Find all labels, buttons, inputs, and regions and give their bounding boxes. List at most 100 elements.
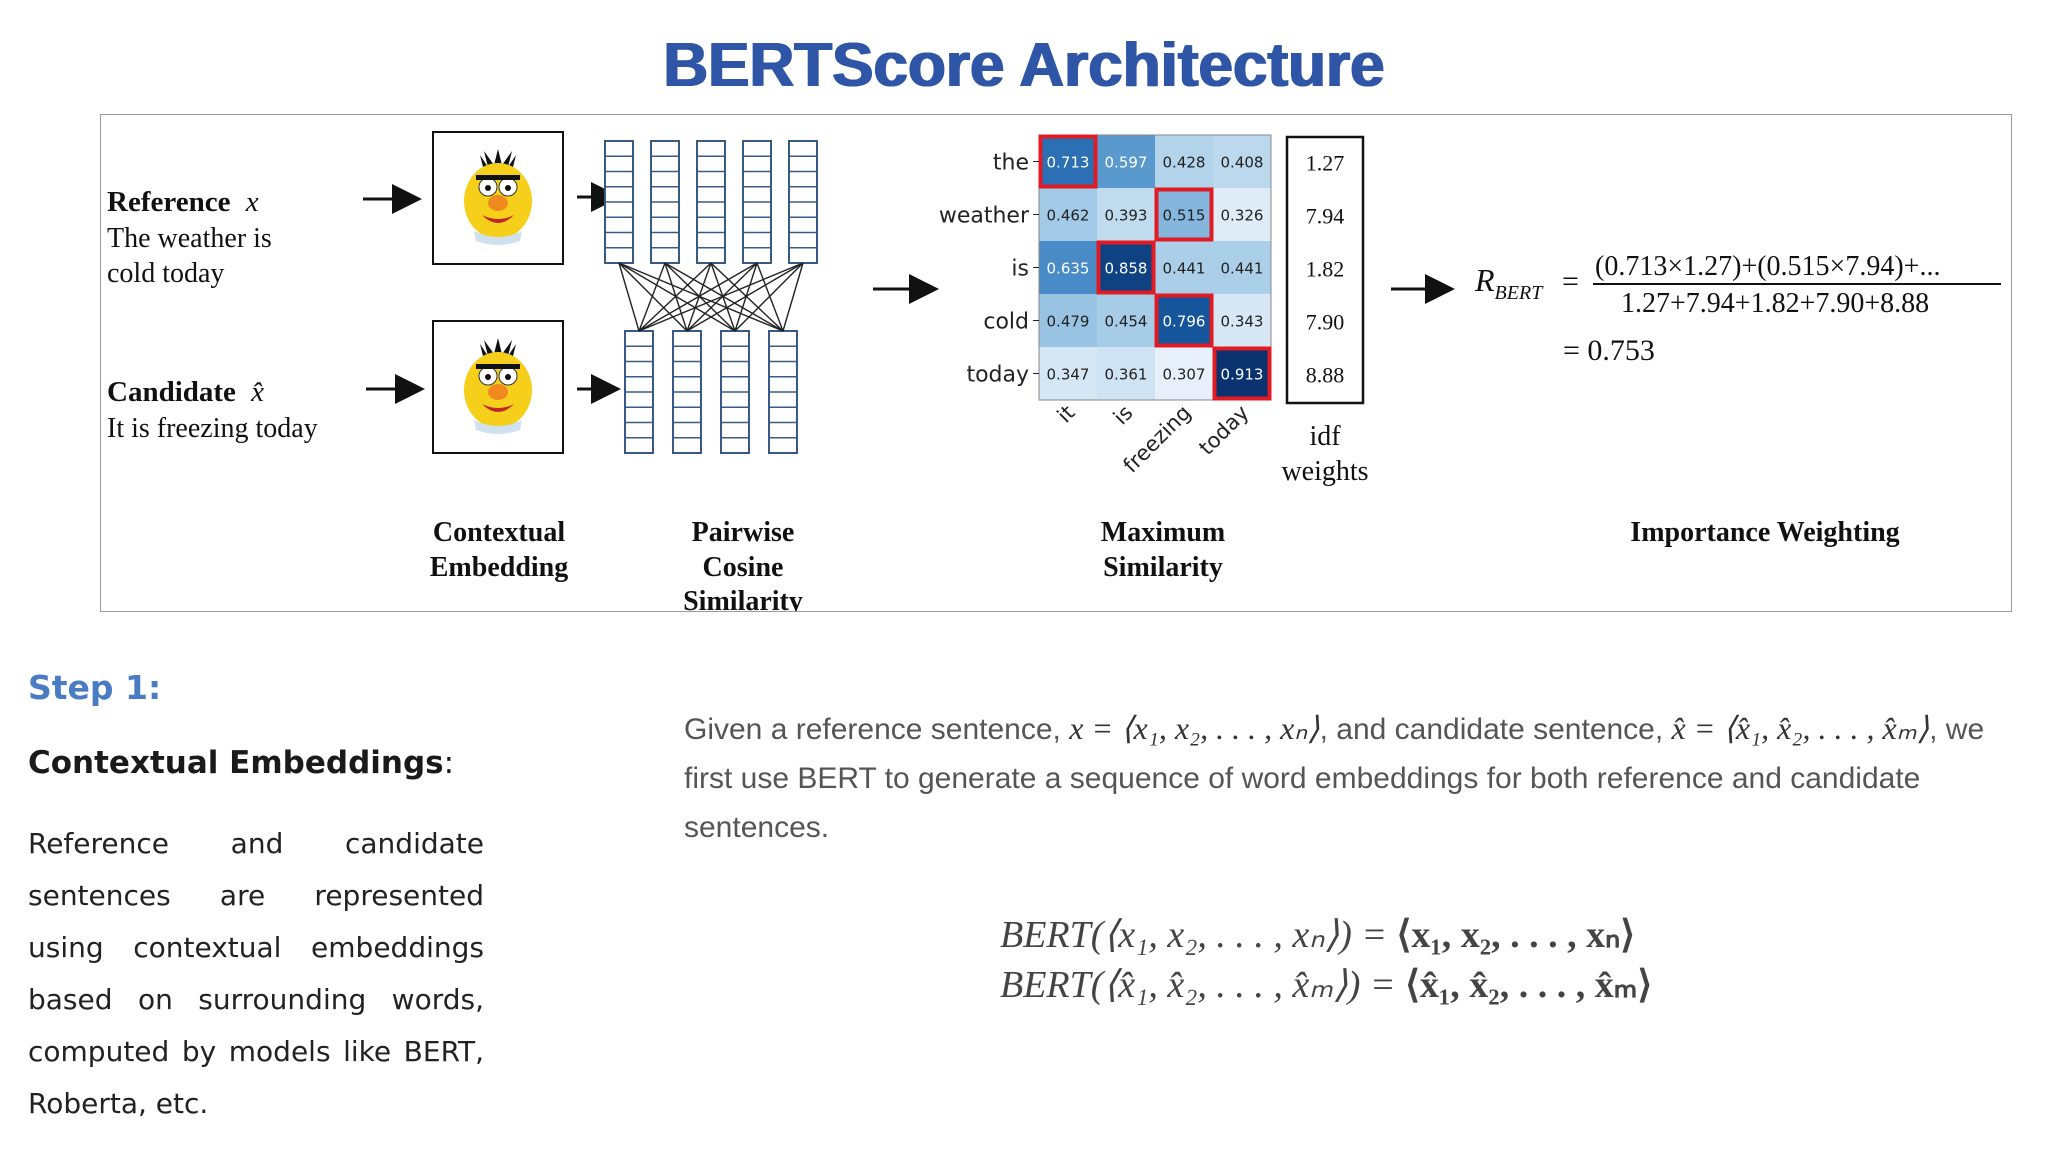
heatmap-value: 0.635 bbox=[1047, 260, 1090, 278]
embedding-column-icon bbox=[604, 140, 634, 264]
idf-weight-value: 1.27 bbox=[1306, 151, 1345, 176]
heatmap-value: 0.454 bbox=[1105, 313, 1148, 331]
candidate-text: It is freezing today bbox=[107, 413, 318, 444]
heatmap-value: 0.361 bbox=[1105, 366, 1148, 384]
embedding-column-icon bbox=[720, 330, 750, 454]
section-heading-bold: Contextual Embeddings bbox=[28, 745, 444, 781]
embedding-column-icon bbox=[672, 330, 702, 454]
heatmap-cell bbox=[1155, 188, 1213, 241]
candidate-label: Candidate x̂ bbox=[107, 376, 264, 408]
reference-text-2: cold today bbox=[107, 258, 224, 289]
heatmap-col-label: is bbox=[1109, 401, 1138, 430]
heatmap-cell bbox=[1213, 347, 1271, 400]
heatmap-value: 0.441 bbox=[1221, 260, 1264, 278]
stage-label-contextual-1: Contextual bbox=[433, 517, 565, 548]
heatmap-value: 0.597 bbox=[1105, 154, 1148, 172]
stage-label-importance: Importance Weighting bbox=[1630, 517, 1899, 548]
heatmap-cell bbox=[1155, 294, 1213, 347]
heatmap-value: 0.408 bbox=[1221, 154, 1264, 172]
idf-weight-value: 1.82 bbox=[1306, 257, 1345, 282]
bert-rhs-2: ⟨x̂₁, x̂₂, . . . , x̂ₘ⟩ bbox=[1405, 964, 1653, 1006]
section-heading: Contextual Embeddings: bbox=[28, 745, 454, 781]
bert-muppet-icon bbox=[464, 338, 532, 434]
heatmap-cell bbox=[1155, 347, 1213, 400]
bert-func-2: BERT bbox=[1000, 964, 1091, 1006]
description-part-2: , and candidate sentence, bbox=[1319, 713, 1664, 746]
description-part-1: Given a reference sentence, bbox=[684, 713, 1061, 746]
heatmap-cell bbox=[1039, 241, 1097, 294]
architecture-diagram: Reference x The weather is cold today Ca… bbox=[107, 131, 2001, 612]
heatmap-value: 0.347 bbox=[1047, 366, 1090, 384]
cosine-connections bbox=[618, 262, 804, 332]
heatmap-cell bbox=[1155, 135, 1213, 188]
heatmap-cell bbox=[1097, 347, 1155, 400]
embedding-columns bbox=[604, 140, 818, 454]
max-highlight-box bbox=[1212, 346, 1272, 401]
heatmap-col-label: it bbox=[1053, 401, 1080, 428]
heatmap-cell bbox=[1097, 188, 1155, 241]
section-body-text: Reference and candidate sentences are re… bbox=[28, 827, 484, 1120]
embedding-column-icon bbox=[768, 330, 798, 454]
architecture-figure: Reference x The weather is cold today Ca… bbox=[100, 114, 2012, 612]
idf-weight-value: 7.94 bbox=[1306, 204, 1345, 229]
bert-model-box-reference bbox=[432, 131, 564, 265]
stage-label-contextual-2: Embedding bbox=[430, 552, 569, 583]
heatmap-value: 0.343 bbox=[1221, 313, 1264, 331]
heatmap-row-label: is bbox=[1011, 257, 1029, 282]
heatmap-cell bbox=[1155, 241, 1213, 294]
idf-weight-value: 8.88 bbox=[1306, 363, 1345, 388]
heatmap-value: 0.307 bbox=[1163, 366, 1206, 384]
reference-sequence-math: x = ⟨x₁, x₂, . . . , xₙ⟩ bbox=[1069, 710, 1320, 746]
stage-label-pairwise-1: Pairwise bbox=[692, 517, 795, 548]
reference-text-1: The weather is bbox=[107, 223, 272, 254]
stage-label-pairwise-3: Similarity bbox=[683, 586, 803, 612]
bert-rhs-1: ⟨x₁, x₂, . . . , xₙ⟩ bbox=[1396, 914, 1636, 956]
heatmap-value: 0.796 bbox=[1163, 313, 1206, 331]
heatmap-cell bbox=[1213, 294, 1271, 347]
bert-equations: BERT(⟨x₁, x₂, . . . , xₙ⟩) = ⟨x₁, x₂, . … bbox=[1000, 910, 1900, 1010]
heatmap-cell bbox=[1213, 241, 1271, 294]
heatmap-cell bbox=[1097, 241, 1155, 294]
heatmap-value: 0.858 bbox=[1105, 260, 1148, 278]
heatmap-cell bbox=[1039, 347, 1097, 400]
formula-equals: = bbox=[1562, 265, 1579, 298]
rbert-symbol: RBERT bbox=[1474, 262, 1544, 304]
heatmap-cell bbox=[1097, 294, 1155, 347]
bert-equation-reference: BERT(⟨x₁, x₂, . . . , xₙ⟩) = ⟨x₁, x₂, . … bbox=[1000, 910, 1900, 960]
heatmap-value: 0.393 bbox=[1105, 207, 1148, 225]
heatmap-cell bbox=[1039, 294, 1097, 347]
heatmap-row-label: today bbox=[966, 363, 1029, 388]
heatmap-cell bbox=[1097, 135, 1155, 188]
step-label: Step 1: bbox=[28, 668, 162, 707]
description-paragraph: Given a reference sentence, x = ⟨x₁, x₂,… bbox=[684, 704, 2004, 852]
heatmap-cell bbox=[1213, 135, 1271, 188]
max-highlight-box bbox=[1038, 134, 1098, 189]
heatmap-cell bbox=[1039, 135, 1097, 188]
formula-denominator: 1.27+7.94+1.82+7.90+8.88 bbox=[1621, 288, 1929, 319]
bert-func-1: BERT bbox=[1000, 914, 1091, 956]
heatmap-value: 0.441 bbox=[1163, 260, 1206, 278]
heatmap-value: 0.913 bbox=[1221, 366, 1264, 384]
page-title: BERTScore Architecture bbox=[663, 31, 1385, 100]
rbert-formula: RBERT = (0.713×1.27)+(0.515×7.94)+... 1.… bbox=[1474, 251, 2001, 367]
stage-label-pairwise-2: Cosine bbox=[703, 552, 784, 583]
formula-numerator: (0.713×1.27)+(0.515×7.94)+... bbox=[1595, 251, 1940, 282]
reference-label: Reference x bbox=[107, 186, 259, 218]
bert-equation-candidate: BERT(⟨x̂₁, x̂₂, . . . , x̂ₘ⟩) = ⟨x̂₁, x̂… bbox=[1000, 960, 1900, 1010]
heatmap-value: 0.713 bbox=[1047, 154, 1090, 172]
bert-arg-2: (⟨x̂₁, x̂₂, . . . , x̂ₘ⟩) = bbox=[1090, 964, 1406, 1006]
idf-weights-label: weights bbox=[1281, 456, 1368, 487]
stage-label-maxsim-1: Maximum bbox=[1101, 517, 1225, 548]
bert-model-box-candidate bbox=[432, 320, 564, 454]
stage-label-maxsim-2: Similarity bbox=[1103, 552, 1223, 583]
embedding-column-icon bbox=[650, 140, 680, 264]
heatmap-row-label: cold bbox=[983, 310, 1029, 335]
heatmap-value: 0.515 bbox=[1163, 207, 1206, 225]
max-highlight-box bbox=[1154, 187, 1214, 242]
heatmap-value: 0.479 bbox=[1047, 313, 1090, 331]
heatmap-cell bbox=[1213, 188, 1271, 241]
embedding-column-icon bbox=[742, 140, 772, 264]
heatmap-cell bbox=[1039, 188, 1097, 241]
heatmap-row-label: the bbox=[993, 151, 1029, 176]
